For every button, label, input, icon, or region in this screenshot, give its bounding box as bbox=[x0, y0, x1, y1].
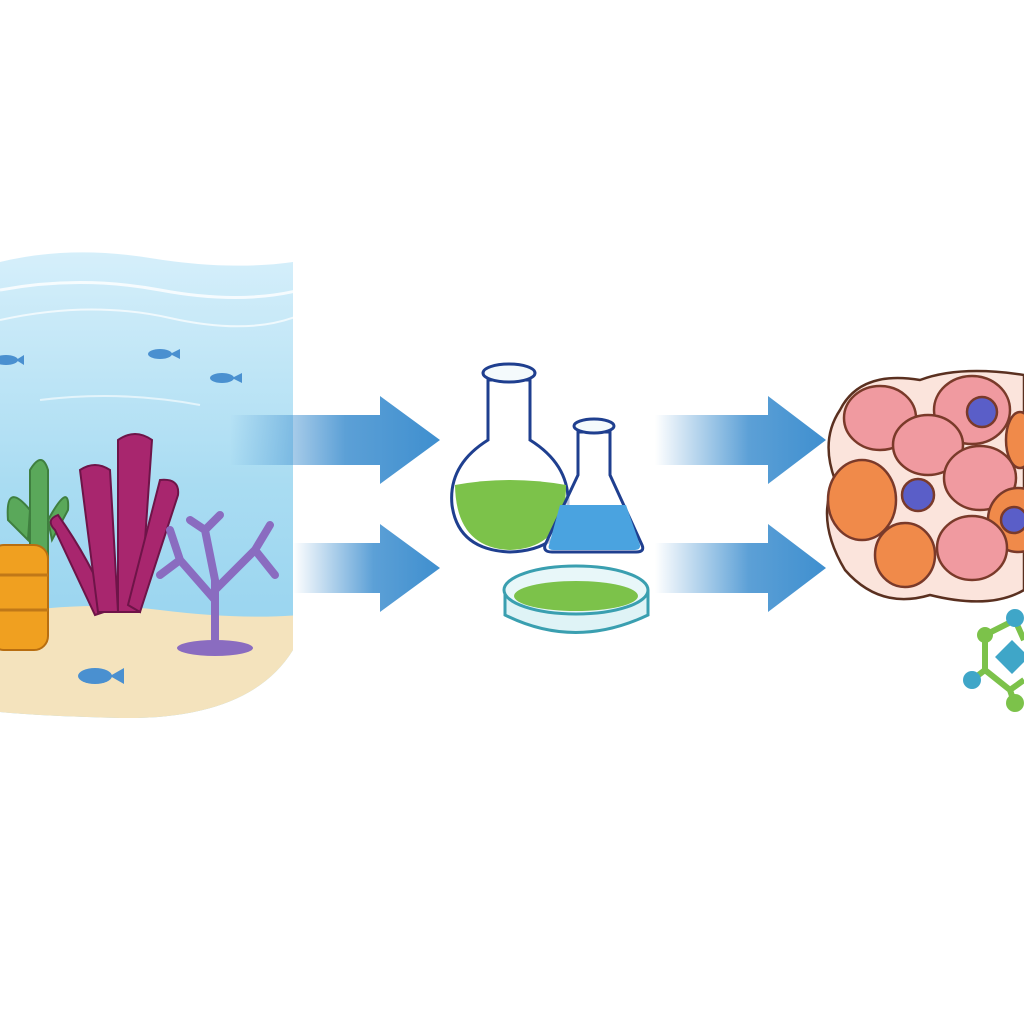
sand bbox=[0, 606, 293, 719]
ocean-habitat-icon bbox=[0, 252, 293, 719]
petri-dish-icon bbox=[502, 564, 650, 634]
branch-coral-icon bbox=[156, 511, 279, 656]
arrow-right-icon bbox=[655, 524, 826, 612]
cell-cluster-icon bbox=[825, 369, 1024, 603]
barrel-sponge-icon bbox=[0, 544, 49, 651]
arrow-right-icon bbox=[230, 396, 440, 484]
arrow-right-icon bbox=[655, 396, 826, 484]
erlenmeyer-flask-icon bbox=[543, 417, 645, 554]
molecule-icon bbox=[963, 609, 1024, 712]
tube-coral-icon bbox=[49, 433, 180, 617]
arrow-right-icon bbox=[293, 524, 440, 612]
fish-icon bbox=[0, 349, 242, 684]
round-flask-icon bbox=[450, 362, 570, 554]
lab-flasks-icon bbox=[450, 362, 650, 634]
